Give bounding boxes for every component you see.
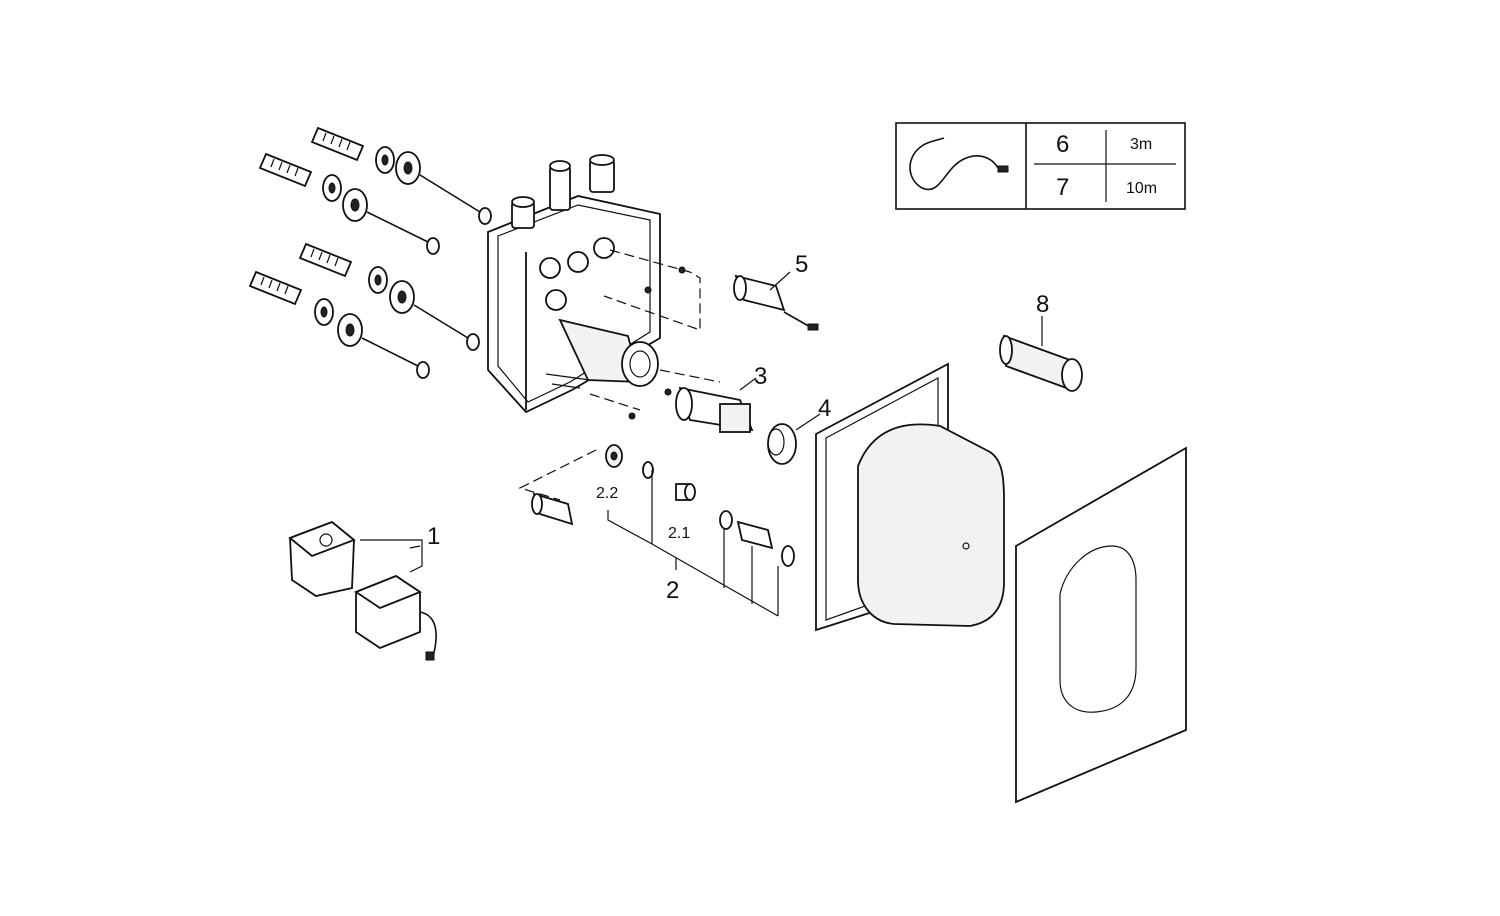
part-5-connector xyxy=(733,274,819,331)
anchor-screw-3 xyxy=(298,242,480,351)
part-2-1-valve xyxy=(675,483,696,501)
washer-icon xyxy=(642,461,654,479)
callout-5: 5 xyxy=(795,251,808,278)
callout-2-2: 2.2 xyxy=(596,485,618,502)
anchor-screw-4 xyxy=(248,270,430,379)
inlet-connectors xyxy=(511,154,615,229)
filter-body-icon xyxy=(736,520,774,550)
item-7-length: 10m xyxy=(1126,180,1157,197)
part-4-ring xyxy=(767,423,797,465)
wall-anchor-set xyxy=(248,126,492,379)
item-6-length: 3m xyxy=(1130,136,1152,153)
callout-3: 3 xyxy=(754,363,767,390)
assembly-guide-lines xyxy=(518,249,721,501)
callout-1: 1 xyxy=(427,523,440,550)
part-1-power-supply xyxy=(288,520,437,661)
item-7-number: 7 xyxy=(1056,174,1069,201)
callout-2-1: 2.1 xyxy=(668,525,690,542)
fitting-left xyxy=(531,492,574,526)
callout-4: 4 xyxy=(818,395,831,422)
template-plate xyxy=(1015,446,1187,804)
item-6-number: 6 xyxy=(1056,131,1069,158)
anchor-screw-1 xyxy=(310,126,492,225)
part-3-cartridge xyxy=(675,386,754,433)
cable-length-table: 6 3m 7 10m xyxy=(895,122,1186,210)
callout-8: 8 xyxy=(1036,291,1049,318)
o-ring-icon xyxy=(719,510,733,530)
cable-icon xyxy=(909,137,1009,191)
anchor-screw-2 xyxy=(258,152,440,255)
callout-leaders xyxy=(409,271,821,570)
part-2-assembly xyxy=(531,444,795,617)
part-2-2-nut xyxy=(605,444,623,468)
protective-cover-frame xyxy=(815,362,1005,632)
part-8-tool xyxy=(999,316,1083,392)
o-ring-icon-2 xyxy=(781,545,795,567)
rough-in-box xyxy=(487,154,661,414)
callout-2: 2 xyxy=(666,577,679,604)
